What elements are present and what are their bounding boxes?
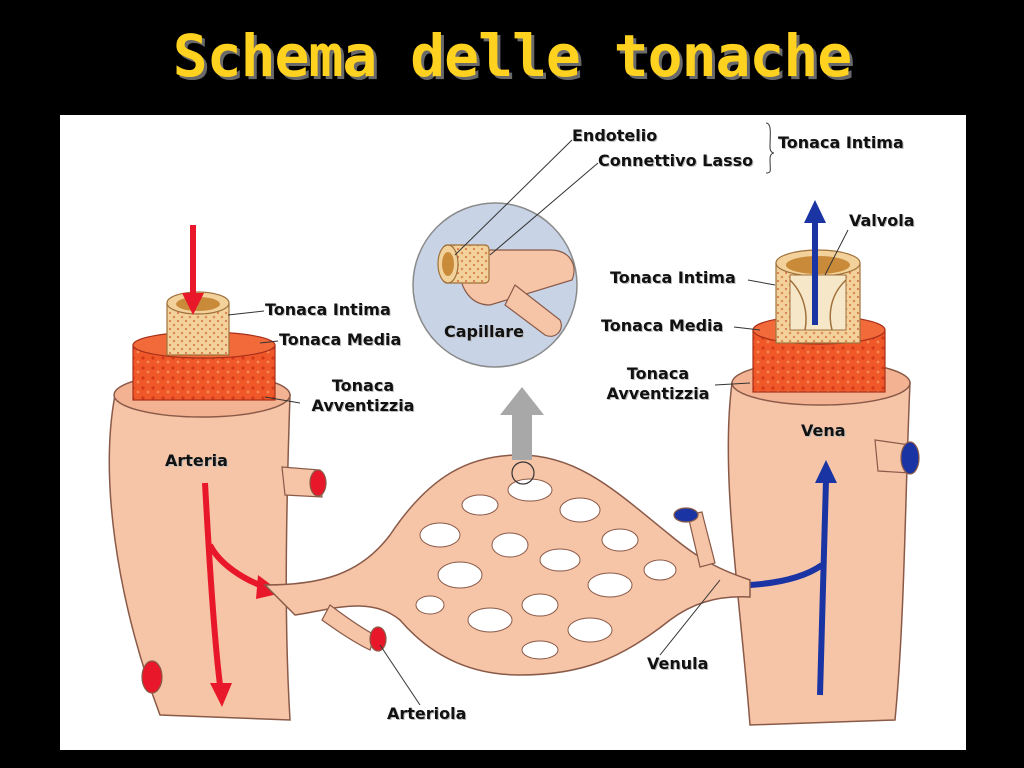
zoom-arrow xyxy=(500,387,544,460)
capillary-zoom xyxy=(412,202,578,368)
label-vena-tonaca-intima: Tonaca Intima xyxy=(610,268,736,287)
artery xyxy=(108,291,327,721)
label-valvola: Valvola xyxy=(849,211,915,230)
label-capillare: Capillare xyxy=(444,322,524,341)
arterial-flow-arrows xyxy=(182,225,282,707)
label-arteria-tonaca-intima: Tonaca Intima xyxy=(265,300,391,319)
label-arteria-tonaca-avventizzia: Tonaca Avventizzia xyxy=(303,376,423,416)
label-venula: Venula xyxy=(647,654,709,673)
leader-lines xyxy=(227,122,849,706)
label-arteria: Arteria xyxy=(165,451,228,470)
label-arteria-tonaca-avventizzia-line2: Avventizzia xyxy=(311,396,415,415)
label-arteria-tonaca-avventizzia-line1: Tonaca xyxy=(331,376,395,395)
slide-title: Schema delle tonache xyxy=(172,22,852,90)
label-vena-tonaca-avventizzia: Tonaca Avventizzia xyxy=(598,364,718,404)
capillary-network xyxy=(263,454,751,676)
label-endotelio: Endotelio xyxy=(572,126,658,145)
venous-flow-arrows xyxy=(749,200,837,696)
label-arteria-tonaca-media: Tonaca Media xyxy=(279,330,402,349)
label-tonaca-intima-group: Tonaca Intima xyxy=(778,133,904,152)
label-arteriola: Arteriola xyxy=(387,704,467,723)
label-connettivo-lasso: Connettivo Lasso xyxy=(598,151,754,170)
label-vena: Vena xyxy=(801,421,846,440)
label-vena-tonaca-media: Tonaca Media xyxy=(601,316,724,335)
diagram-panel: Endotelio Connettivo Lasso Tonaca Intima… xyxy=(60,115,966,750)
label-vena-tonaca-avventizzia-line2: Avventizzia xyxy=(606,384,710,403)
vessel-diagram xyxy=(108,122,920,726)
label-vena-tonaca-avventizzia-line1: Tonaca xyxy=(626,364,690,383)
